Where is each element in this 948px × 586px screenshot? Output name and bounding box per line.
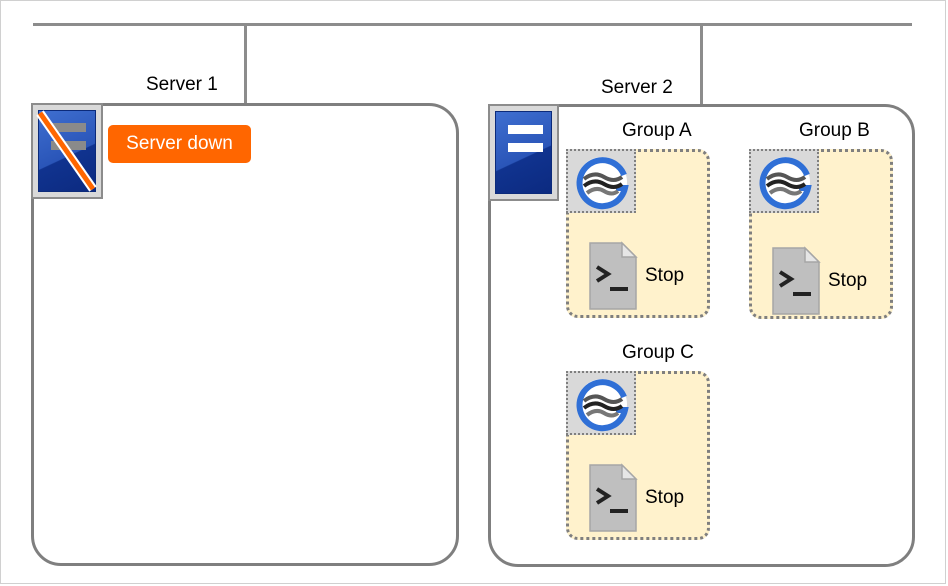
group-b-stop-status: Stop <box>828 270 868 291</box>
group-c[interactable]: Stop <box>566 371 710 540</box>
group-icon <box>566 371 636 435</box>
group-icon <box>566 149 636 213</box>
server-2-label: Server 2 <box>601 77 673 98</box>
script-resource-icon <box>588 241 638 316</box>
server-1-label: Server 1 <box>146 74 218 95</box>
server-1-box[interactable] <box>31 103 459 566</box>
network-bus-line <box>33 23 912 26</box>
group-c-stop-status: Stop <box>645 487 685 508</box>
group-icon <box>749 149 819 213</box>
server-icon <box>488 104 559 201</box>
group-a-stop-status: Stop <box>645 265 685 286</box>
script-resource-icon <box>771 246 821 321</box>
group-c-label: Group C <box>622 342 694 363</box>
server-down-icon <box>31 103 103 199</box>
server-1-connector-line <box>244 25 247 105</box>
script-resource-icon <box>588 463 638 538</box>
group-a-label: Group A <box>622 120 692 141</box>
server-down-badge: Server down <box>108 125 251 163</box>
group-b[interactable]: Stop <box>749 149 893 319</box>
group-b-label: Group B <box>799 120 870 141</box>
server-2-connector-line <box>700 25 703 106</box>
group-a[interactable]: Stop <box>566 149 710 318</box>
